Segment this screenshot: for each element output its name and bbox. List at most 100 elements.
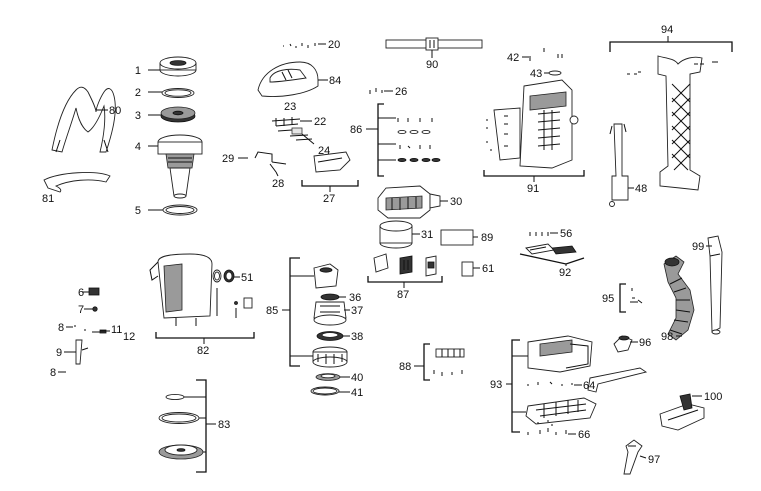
pin-part-43 [548,70,562,76]
cyclone-cone-part-4 [157,134,203,199]
callout-84: 84 [329,75,341,87]
callout-4: 4 [135,141,141,153]
clips-part-95 [630,288,643,304]
pin-part-28 [254,151,287,173]
callout-23: 23 [284,101,296,113]
callout-1: 1 [135,65,141,77]
wand-part-48 [609,123,629,207]
callout-36: 36 [349,292,361,304]
callout-85: 85 [266,305,278,317]
callout-24: 24 [318,145,330,157]
callout-94: 94 [661,24,673,36]
callout-37: 37 [351,305,363,317]
callout-12: 12 [123,331,135,343]
callout-64: 64 [583,380,595,392]
callout-93: 93 [490,379,502,391]
valve-part-85-top [313,263,339,289]
harness-part-80 [51,86,116,153]
brush-part-93 [525,397,597,425]
connectors-part-87 [373,253,437,277]
callout-8-upper: 8 [58,322,64,334]
screws-part-66 [527,420,567,435]
crevice-tool-part-97 [623,439,643,475]
callout-61: 61 [482,263,494,275]
callout-43: 43 [530,68,542,80]
ring-part-38 [316,331,344,341]
lever-part-9 [68,339,89,365]
extension-wand-part-99 [707,235,723,335]
base-part-85-bottom [312,346,348,368]
bracket-part-27 [313,151,351,173]
callout-22: 22 [314,116,326,128]
callout-20: 20 [328,39,340,51]
callout-91: 91 [527,183,539,195]
seal-set-part-83 [158,393,204,460]
callout-92: 92 [559,267,571,279]
seal-ring-part-2 [161,88,195,98]
callout-40: 40 [351,372,363,384]
callout-90: 90 [426,59,438,71]
callout-27: 27 [323,193,335,205]
callout-66: 66 [578,429,590,441]
main-housing-part-91 [486,79,579,169]
strap-part-81 [43,172,111,193]
callout-88: 88 [399,361,411,373]
label-part-89 [440,229,474,246]
callout-9: 9 [56,347,62,359]
bin-seals-part-82 [212,269,253,318]
callout-31: 31 [421,229,433,241]
callout-6: 6 [78,287,84,299]
grid-cover-part-94 [627,55,718,191]
impeller-part-36-37 [313,293,347,326]
callout-38: 38 [351,331,363,343]
callout-29: 29 [222,153,234,165]
callout-30: 30 [450,196,462,208]
switch-parts-22-24 [271,117,313,141]
callout-98: 98 [661,331,673,343]
foam-filter-part-31 [379,220,413,249]
callout-99: 99 [692,241,704,253]
callout-8-lower: 8 [50,367,56,379]
callout-2: 2 [135,87,141,99]
filter-disc-part-3 [160,106,196,123]
callout-42: 42 [507,52,519,64]
callout-26: 26 [395,86,407,98]
callout-87: 87 [397,289,409,301]
callout-100: 100 [704,391,722,403]
ring-part-41 [310,386,340,396]
seal-ring-part-5 [162,204,198,216]
callout-80: 80 [109,105,121,117]
callout-7: 7 [78,304,84,316]
top-cover-part-84 [257,61,319,97]
callout-28: 28 [272,178,284,190]
callout-97: 97 [648,454,660,466]
screw-set-part-86 [397,118,441,162]
callout-56: 56 [560,228,572,240]
tube-part-90 [385,37,483,51]
callout-numbers: 1 2 3 4 5 6 7 8 8 9 11 12 20 22 23 24 26… [42,24,722,466]
callout-41: 41 [351,387,363,399]
screws-part-64 [527,381,573,386]
connector-part-96 [613,335,633,353]
terminals-part-88 [433,348,465,376]
motor-assembly-part-30 [377,185,441,219]
callout-83: 83 [218,419,230,431]
callout-51: 51 [241,272,253,284]
callout-89: 89 [481,232,493,244]
callout-82: 82 [197,345,209,357]
screws-part-42 [529,48,563,61]
callout-48: 48 [635,183,647,195]
callout-11: 11 [111,324,122,336]
callout-86: 86 [350,124,362,136]
screws-part-20 [283,43,316,48]
callout-96: 96 [639,337,651,349]
lid-part-1 [159,56,197,77]
contacts-part-92 [525,232,577,255]
flexible-hose-part-98 [663,255,695,341]
callout-3: 3 [135,110,141,122]
seal-part-51 [223,269,235,283]
leader-lines [58,36,733,473]
seal-part-40 [315,373,341,381]
